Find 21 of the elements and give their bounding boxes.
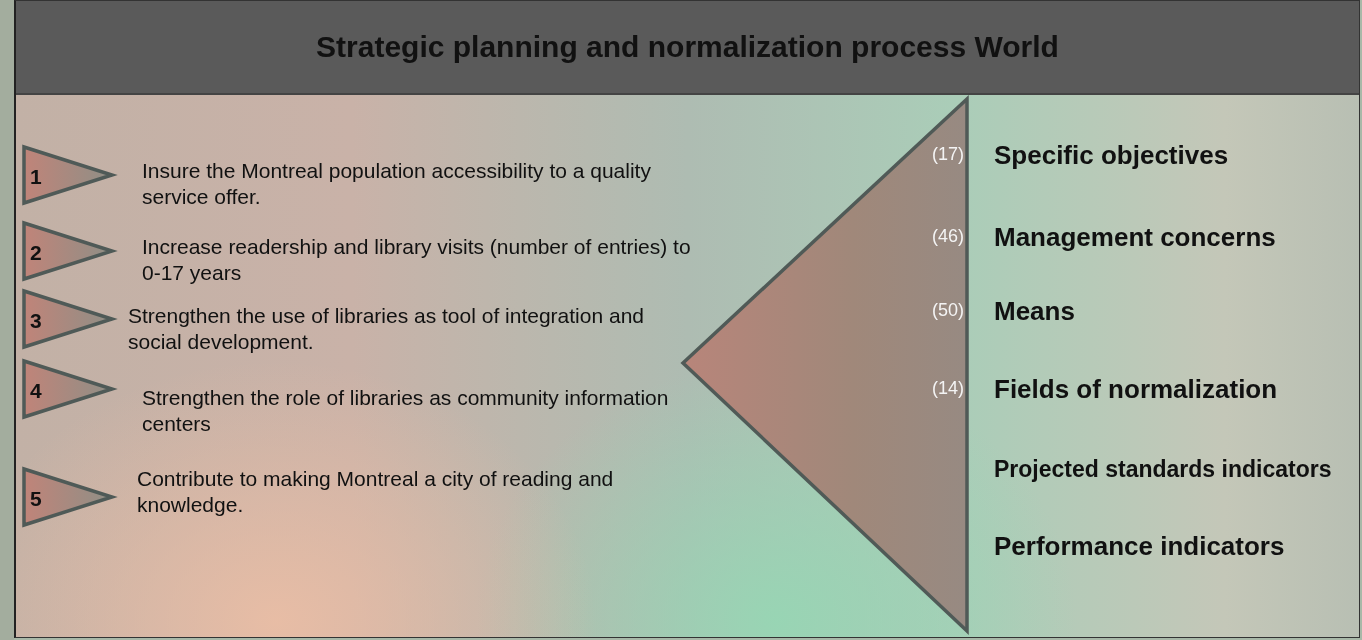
level-label: Management concerns [994,222,1276,253]
count-label: (50) [932,300,964,321]
objective-text: Increase readership and library visits (number of entries) to 0-17 years [142,234,692,286]
step-number: 3 [30,309,42,334]
objective-text: Strengthen the use of libraries as tool of integration and social development. [128,303,645,355]
count-label: (46) [932,226,964,247]
level-label: Means [994,296,1075,327]
step-number: 1 [30,165,42,190]
title: Strategic planning and normalization process World [316,30,1059,64]
count-label: (17) [932,144,964,165]
step-number: 2 [30,241,42,266]
objective-text: Strengthen the role of libraries as community information centers [142,385,670,437]
step-number: 5 [30,487,42,512]
level-label: Projected standards indicators [994,456,1332,483]
objective-text: Insure the Montreal population accessibility to a quality service offer. [142,158,652,210]
level-label: Performance indicators [994,531,1285,562]
objective-text: Contribute to making Montreal a city of reading and knowledge. [137,466,615,518]
step-number: 4 [30,379,42,404]
count-label: (14) [932,378,964,399]
level-label: Fields of normalization [994,374,1278,405]
level-label: Specific objectives [994,140,1229,171]
